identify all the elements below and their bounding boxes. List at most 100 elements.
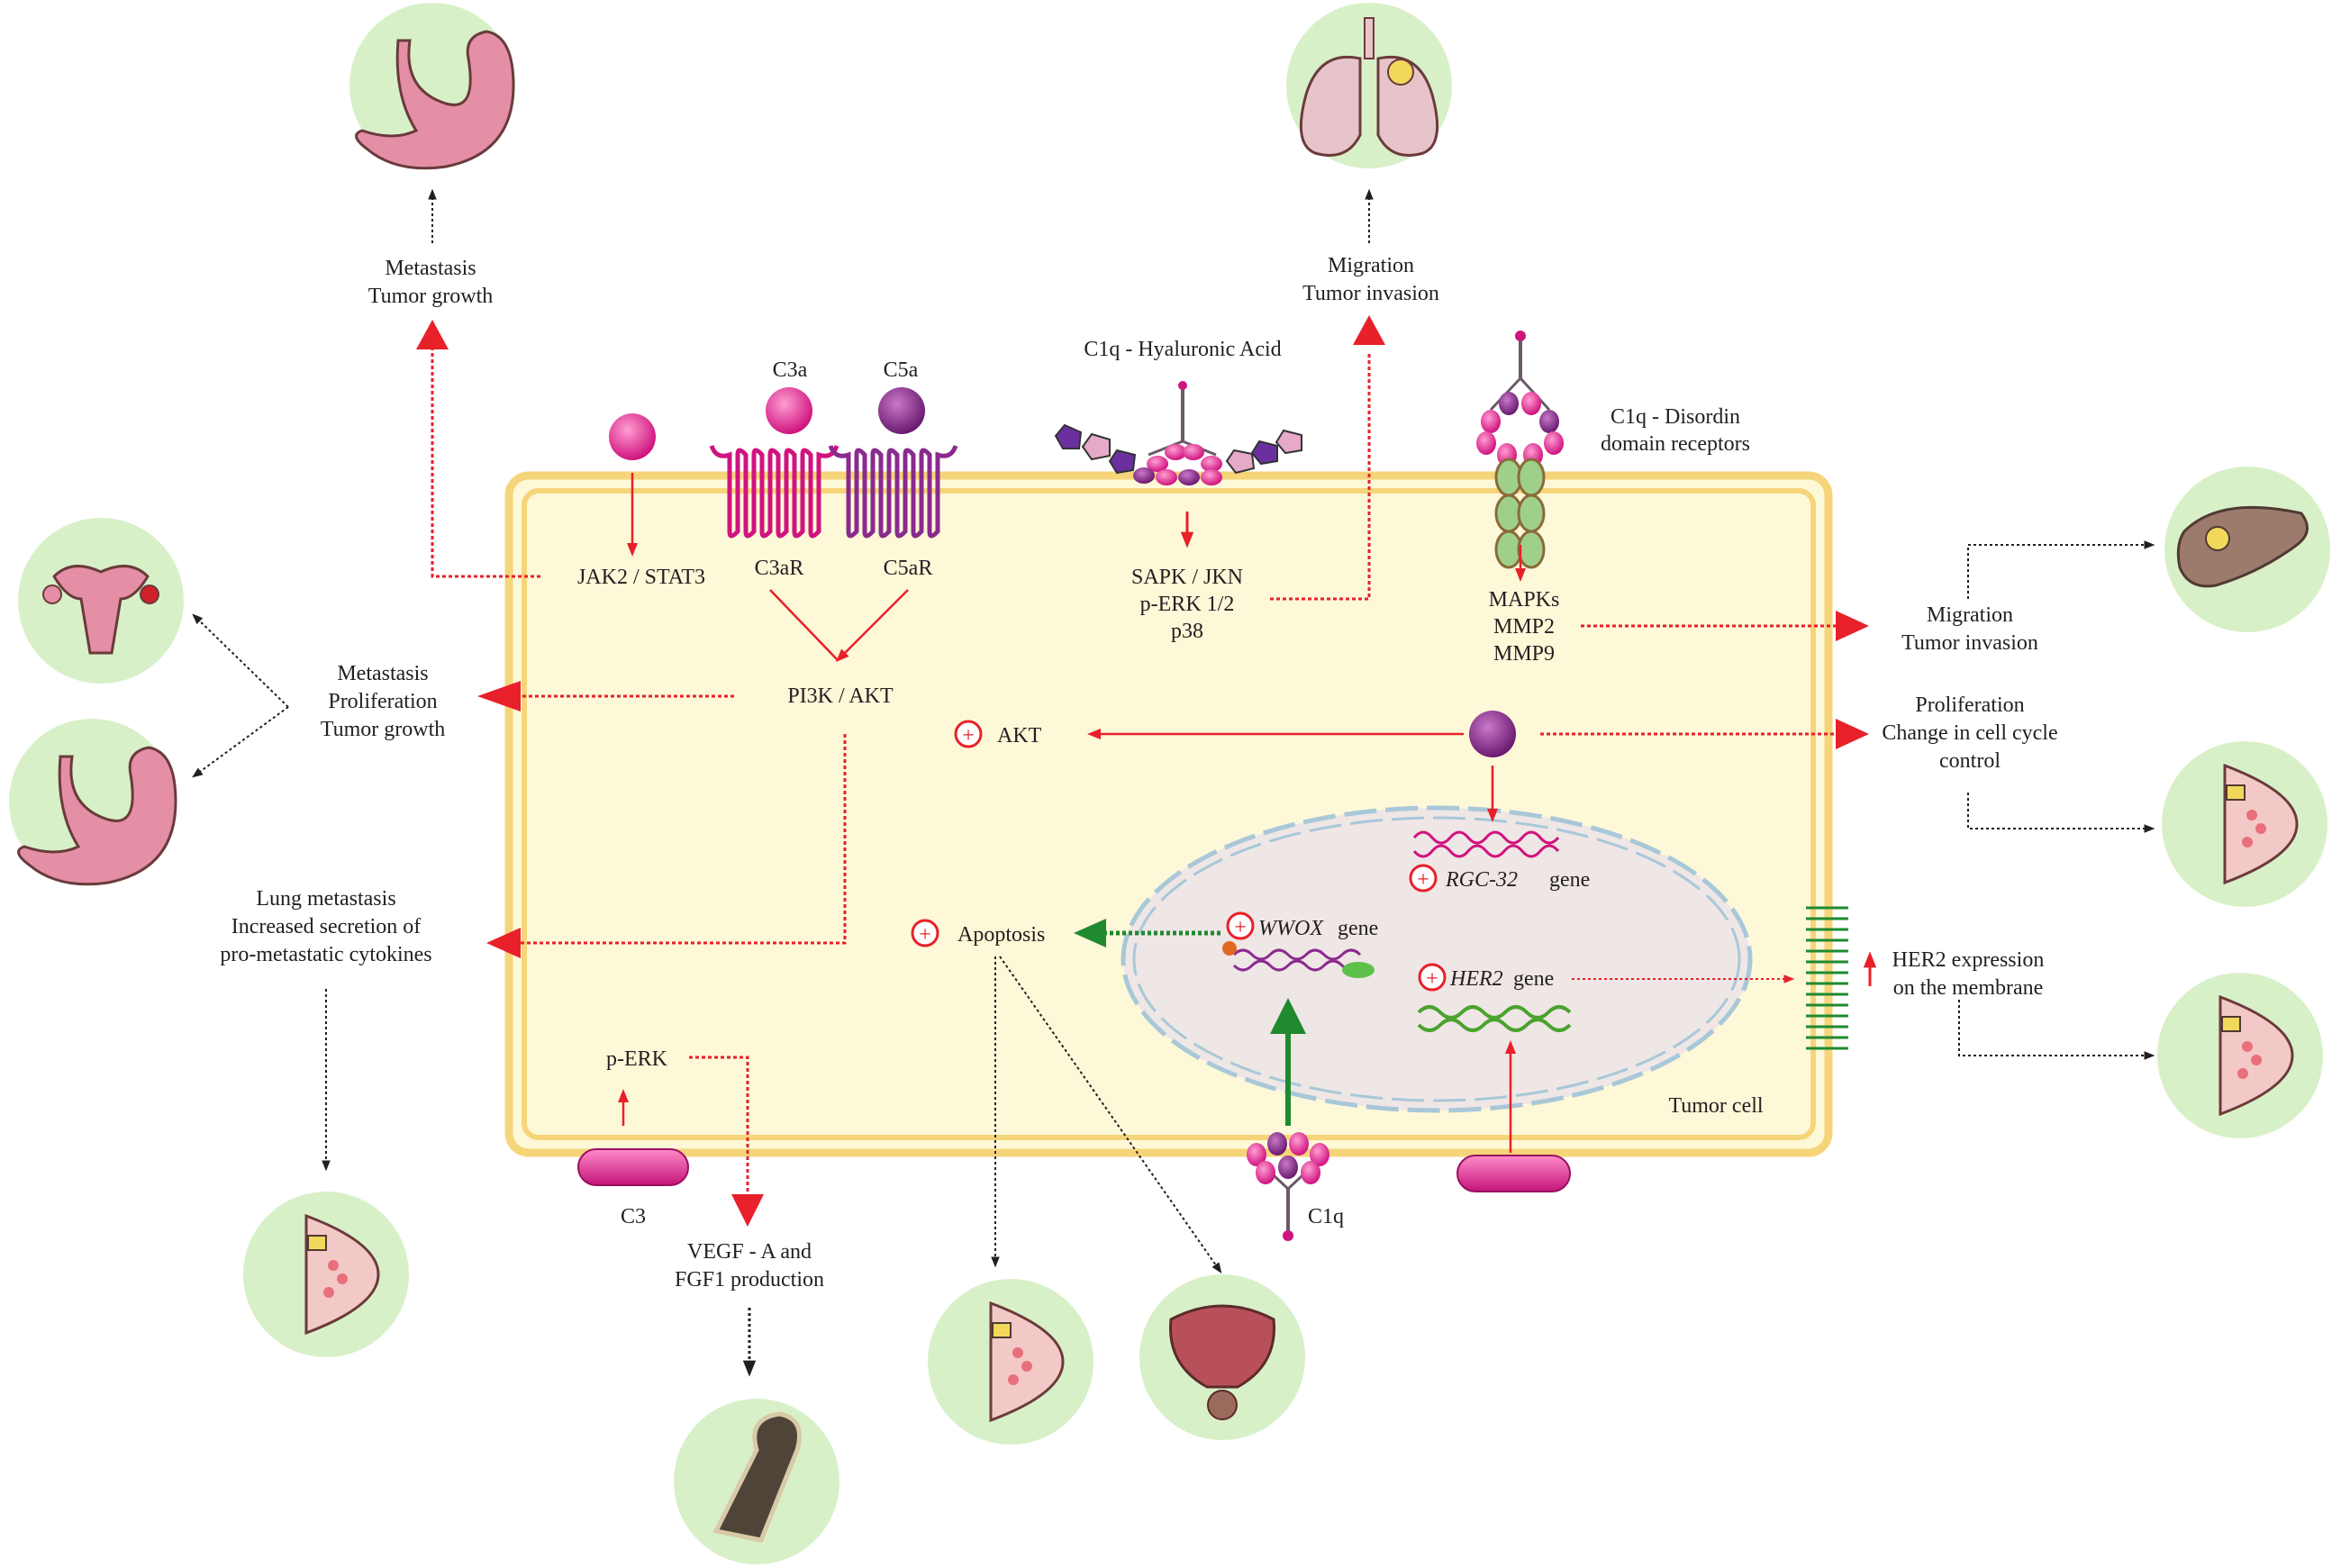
uterus-icon bbox=[18, 518, 184, 684]
arrowhead-wwox-apoptosis bbox=[1074, 919, 1106, 947]
breast-icon bbox=[928, 1279, 1093, 1445]
svg-text:+: + bbox=[962, 724, 975, 748]
arrow-pi3k-lung-metastasis bbox=[521, 734, 847, 945]
plus-icon: + bbox=[1418, 963, 1447, 992]
label-increased-secretion: Increased secretion of bbox=[231, 915, 422, 938]
breast-icon bbox=[243, 1192, 409, 1357]
intracellular-ligand-ball bbox=[1469, 711, 1516, 757]
c1q-disordin-receptor-complex bbox=[1476, 331, 1564, 569]
label-rgc32-gene: gene bbox=[1549, 868, 1590, 892]
plus-icon: + bbox=[911, 919, 939, 947]
plus-icon: + bbox=[1409, 864, 1438, 893]
c3-membrane-protein bbox=[577, 1148, 689, 1186]
label-her2-expression: HER2 expression bbox=[1892, 948, 2045, 972]
arrowhead-jak2-metastasis bbox=[416, 320, 449, 349]
label-mapks: MAPKs bbox=[1489, 588, 1560, 612]
arrow-dotted-stomach-left bbox=[192, 706, 289, 778]
ligand-ball bbox=[609, 413, 656, 460]
label-c5ar: C5aR bbox=[884, 557, 933, 580]
c5ar-receptor bbox=[828, 445, 958, 539]
label-metastasis-top: Metastasis bbox=[385, 257, 476, 280]
label-on-membrane: on the membrane bbox=[1893, 976, 2044, 1000]
lung-icon bbox=[1286, 3, 1452, 168]
label-mmp9: MMP9 bbox=[1493, 642, 1555, 666]
arrow-dotted-breast-right2 bbox=[1958, 1000, 2155, 1060]
label-jak2-stat3: JAK2 / STAT3 bbox=[577, 566, 705, 589]
arrow-dotted-bladder bbox=[999, 956, 1222, 1273]
arrow-perk-vegf bbox=[689, 1056, 749, 1196]
c1q-hyaluronic-acid-complex bbox=[1054, 381, 1302, 485]
label-wwox: WWOX bbox=[1258, 917, 1324, 940]
membrane-protein-right bbox=[1456, 1155, 1571, 1192]
label-c1q-hyaluronic: C1q - Hyaluronic Acid bbox=[1084, 338, 1281, 361]
arrowhead-pi3k-metastasis bbox=[477, 681, 521, 711]
c1q-bottom-molecule bbox=[1247, 1132, 1329, 1241]
label-p-erk: p-ERK bbox=[606, 1047, 668, 1071]
label-tumor-growth-top: Tumor growth bbox=[368, 285, 493, 308]
label-her2: HER2 bbox=[1449, 967, 1503, 991]
breast-icon bbox=[2157, 973, 2323, 1138]
c3ar-receptor bbox=[709, 445, 839, 539]
plus-icon: + bbox=[954, 720, 983, 748]
label-proliferation-left: Proliferation bbox=[328, 690, 437, 713]
arrow-c5ar-pi3k bbox=[835, 589, 909, 663]
stomach-icon bbox=[9, 719, 177, 886]
label-proliferation-right: Proliferation bbox=[1915, 693, 2024, 717]
arrowhead-c1q-wwox bbox=[1270, 998, 1306, 1034]
label-c5a: C5a bbox=[884, 358, 919, 382]
label-apoptosis: Apoptosis bbox=[957, 923, 1045, 947]
label-tumor-cell: Tumor cell bbox=[1668, 1094, 1763, 1118]
svg-text:+: + bbox=[1426, 967, 1438, 991]
arrow-dotted-liver bbox=[1967, 540, 2155, 599]
label-change-cell-cycle: Change in cell cycle bbox=[1882, 721, 2057, 745]
arrowhead-sapk-migration bbox=[1353, 315, 1385, 345]
svg-text:+: + bbox=[919, 923, 931, 947]
label-lung-metastasis: Lung metastasis bbox=[256, 887, 395, 911]
label-migration-right: Migration bbox=[1927, 603, 2013, 627]
label-wwox-gene: gene bbox=[1338, 917, 1378, 940]
label-c3a: C3a bbox=[773, 358, 808, 382]
label-c1q-disordin-2: domain receptors bbox=[1601, 432, 1750, 456]
label-c1q-bottom: C1q bbox=[1308, 1205, 1344, 1228]
stomach-icon bbox=[349, 3, 515, 170]
wwox-green-protein bbox=[1342, 962, 1375, 978]
label-vegf: VEGF - A and bbox=[687, 1240, 812, 1264]
label-her2-gene: gene bbox=[1513, 967, 1554, 991]
label-perk12: p-ERK 1/2 bbox=[1140, 593, 1235, 616]
arrowhead-ball-proliferation bbox=[1836, 719, 1869, 749]
label-p38: p38 bbox=[1171, 620, 1203, 643]
wwox-orange-marker bbox=[1222, 941, 1237, 956]
arrow-sapk-migration bbox=[1270, 353, 1371, 601]
arrowhead-pi3k-lung bbox=[486, 928, 521, 958]
svg-text:+: + bbox=[1417, 868, 1429, 892]
label-tumor-invasion-right: Tumor invasion bbox=[1901, 631, 2038, 655]
arrow-dotted-breast-right1 bbox=[1967, 793, 2155, 833]
liver-icon bbox=[2164, 467, 2330, 632]
plus-icon: + bbox=[1226, 911, 1255, 940]
label-pi3k-akt: PI3K / AKT bbox=[787, 684, 894, 708]
arrowhead-perk-vegf bbox=[731, 1194, 764, 1227]
label-c3ar: C3aR bbox=[755, 557, 804, 580]
arrow-jak2-metastasis bbox=[431, 331, 540, 578]
label-tumor-invasion-top: Tumor invasion bbox=[1302, 282, 1439, 305]
label-c3: C3 bbox=[621, 1205, 646, 1228]
svg-text:+: + bbox=[1234, 916, 1247, 939]
her2-membrane-receptors bbox=[1806, 906, 1848, 1050]
label-tumor-growth-left: Tumor growth bbox=[321, 718, 445, 741]
nucleus bbox=[1121, 805, 1753, 1113]
label-c1q-disordin-1: C1q - Disordin bbox=[1611, 405, 1740, 429]
label-metastasis-left: Metastasis bbox=[337, 662, 428, 685]
label-fgf1: FGF1 production bbox=[675, 1268, 824, 1292]
c5a-ball bbox=[878, 387, 925, 434]
bladder-icon bbox=[1139, 1274, 1305, 1440]
label-pro-metastatic: pro-metastatic cytokines bbox=[220, 943, 431, 966]
label-mmp2: MMP2 bbox=[1493, 615, 1555, 639]
arrowhead-mapks-migration bbox=[1836, 611, 1869, 641]
breast-icon bbox=[2162, 741, 2327, 907]
label-rgc32: RGC-32 bbox=[1445, 868, 1518, 892]
arrow-c3ar-pi3k bbox=[769, 589, 839, 661]
rgc32-dna-strand bbox=[1412, 830, 1560, 858]
bone-icon bbox=[674, 1399, 839, 1564]
label-migration-top: Migration bbox=[1328, 254, 1414, 277]
